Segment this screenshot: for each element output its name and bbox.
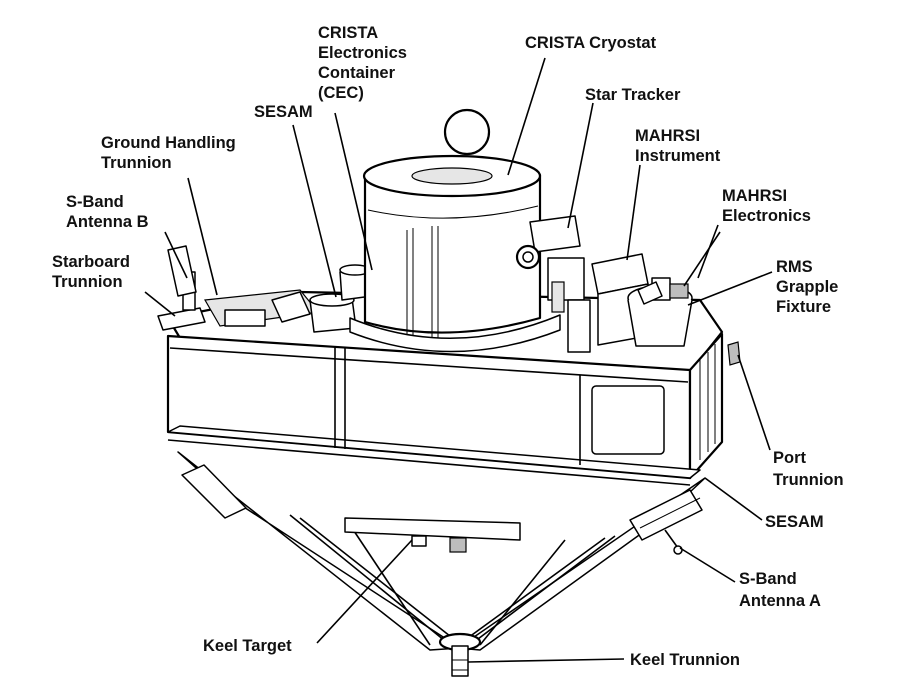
leader-crista-cryostat [507,57,546,176]
leader-port-trunnion [737,354,771,451]
label-mahrsi-electronics: MAHRSI Electronics [722,187,811,225]
label-sesam-top: SESAM [254,103,313,121]
leader-mahrsi-electronics-2 [697,224,719,279]
label-crista-cec: CRISTA Electronics Container (CEC) [318,24,412,102]
leader-ground-handling [187,177,218,296]
label-sband-antenna-a: S-Band Antenna A [739,570,821,610]
leader-sband-a [679,547,736,583]
star-tracker [515,215,591,353]
label-sband-antenna-b: S-Band Antenna B [66,193,149,231]
leader-starboard-trunnion [144,291,176,317]
leader-mahrsi-electronics-1 [683,231,721,287]
label-keel-trunnion: Keel Trunnion [630,651,740,669]
leader-star-tracker [567,102,594,229]
label-port-trunnion: Port Trunnion [773,449,844,489]
leader-sesam-top [292,124,337,298]
label-ground-handling-trunnion: Ground Handling Trunnion [101,134,240,172]
leader-rms-grapple [687,271,773,306]
leader-keel-trunnion [467,658,625,663]
leader-crista-cec [334,112,373,271]
leader-sesam-bottom [704,477,763,521]
label-sesam-bottom: SESAM [765,513,824,531]
leader-keel-target [316,539,413,644]
leader-sband-b [164,231,188,279]
left-deck-equipment [157,245,373,333]
label-mahrsi-instrument: MAHRSI Instrument [635,127,721,165]
label-starboard-trunnion: Starboard Trunnion [52,253,135,291]
leader-lines [144,57,773,663]
spacecraft-drawing [157,108,741,677]
label-rms-grapple-fixture: RMS Grapple Fixture [776,258,843,316]
labels: CRISTA Electronics Container (CEC) CRIST… [52,24,844,669]
crista-cryostat [349,108,561,353]
label-star-tracker: Star Tracker [585,86,681,104]
mahrsi [591,253,693,347]
leader-mahrsi-instrument [626,164,641,261]
label-crista-cryostat: CRISTA Cryostat [525,34,657,52]
label-keel-target: Keel Target [203,637,292,655]
keel-truss [177,451,706,677]
